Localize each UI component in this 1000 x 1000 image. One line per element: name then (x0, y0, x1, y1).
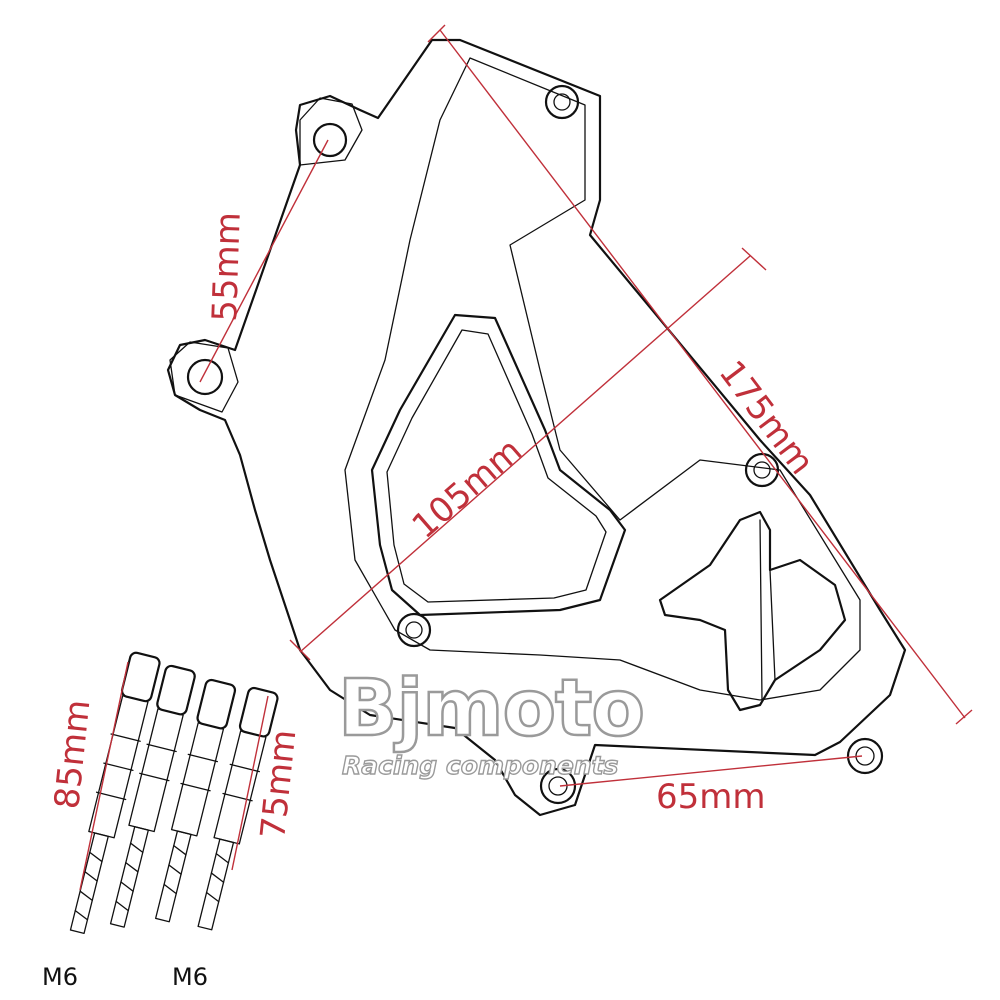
cover-outline (166, 38, 907, 817)
lower-mount-hole (186, 358, 224, 396)
dimension-55mm: 55mm (199, 139, 329, 383)
dimension-label-75mm: 75mm (253, 728, 304, 841)
dimension-label-55mm: 55mm (205, 211, 249, 322)
dimension-label-85mm: 85mm (47, 698, 98, 811)
bolt-1 (69, 651, 161, 935)
brand-watermark: Bjmoto Racing components (337, 663, 646, 781)
dimension-75mm: 75mm (231, 695, 304, 871)
inner-rim (344, 57, 861, 701)
arrow-window-divider (759, 519, 776, 701)
sprocket-cover-plate (166, 38, 907, 817)
large-window-bevel (386, 329, 607, 603)
upper-mount-lug (299, 97, 363, 166)
dimension-65mm: 65mm (559, 755, 863, 817)
dimension-label-65mm: 65mm (656, 777, 766, 817)
upper-mount-hole (312, 122, 348, 158)
brand-name: Bjmoto (338, 664, 644, 754)
cover-bolt-right (744, 452, 780, 488)
bolt-3 (154, 678, 237, 923)
bolt-4 (197, 686, 279, 931)
cover-bolt-bottom-right (846, 737, 884, 775)
dimension-85mm: 85mm (47, 661, 129, 891)
mounting-bolts (69, 651, 279, 935)
cover-bolt-top (544, 84, 580, 120)
lower-mount-lug (169, 341, 239, 413)
bolt-thread-label-right: M6 (172, 963, 208, 991)
large-window (370, 313, 627, 617)
brand-tagline: Racing components (342, 751, 618, 780)
dimension-label-105mm: 105mm (405, 431, 530, 547)
arrow-window (658, 510, 847, 712)
cover-bolt-left (396, 612, 432, 648)
bolt-thread-label-left: M6 (42, 963, 78, 991)
bolt-2 (109, 664, 196, 928)
